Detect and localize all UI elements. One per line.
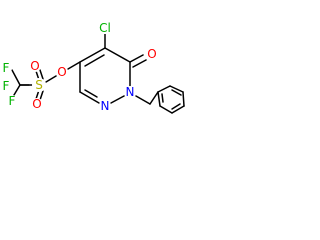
bond-c-f (11, 69, 21, 86)
bond-phenyl (182, 91, 185, 107)
bond-c6-o-carbonyl-2 (132, 59, 147, 68)
bond-phenyl (159, 105, 173, 114)
atom-labels: F F F S O O O Cl O N N (0, 21, 158, 113)
bond-ring-n2-c3 (79, 91, 100, 104)
atom-fluorine: F (3, 61, 10, 75)
bond-phenyl (157, 91, 161, 107)
bond-ring-n2-c3-inner (84, 89, 98, 98)
bond-phenyl-inner (161, 93, 164, 103)
atom-oxygen-ester: O (57, 65, 66, 79)
bonds (10, 33, 185, 114)
atom-oxygen-carbonyl: O (147, 47, 156, 61)
bond-phenyl-inner (171, 89, 182, 96)
bond-s-o-lower (39, 90, 44, 101)
atom-fluorine: F (9, 94, 16, 108)
bond-s-o-ester (45, 75, 57, 83)
atom-oxygen-sulfonyl: O (32, 97, 41, 111)
bond-s-o-upper (39, 69, 44, 80)
bond-phenyl-inner (171, 103, 181, 110)
bond-ring-c4-c5-inner (84, 54, 105, 67)
bond-ch2-phenyl (149, 91, 159, 105)
atom-oxygen-sulfonyl: O (30, 59, 39, 73)
bond-o-ring (67, 61, 81, 70)
bond-c6-o-carbonyl (129, 54, 144, 63)
bond-n1-ch2 (135, 95, 151, 105)
atom-nitrogen: N (126, 85, 135, 99)
atom-chlorine: Cl (99, 21, 111, 35)
bond-ring-n1-n2 (110, 95, 125, 104)
atom-fluorine: F (3, 79, 10, 93)
bond-ring-c4-c5 (79, 47, 106, 63)
bond-phenyl (157, 85, 171, 93)
bond-ring-c5-c6 (104, 47, 131, 63)
atom-sulfur: S (35, 78, 43, 92)
bond-phenyl (171, 105, 185, 114)
chemical-structure-diagram: F F F S O O O Cl O N N (0, 21, 185, 114)
bond-phenyl (169, 85, 184, 93)
atom-nitrogen: N (101, 99, 110, 113)
